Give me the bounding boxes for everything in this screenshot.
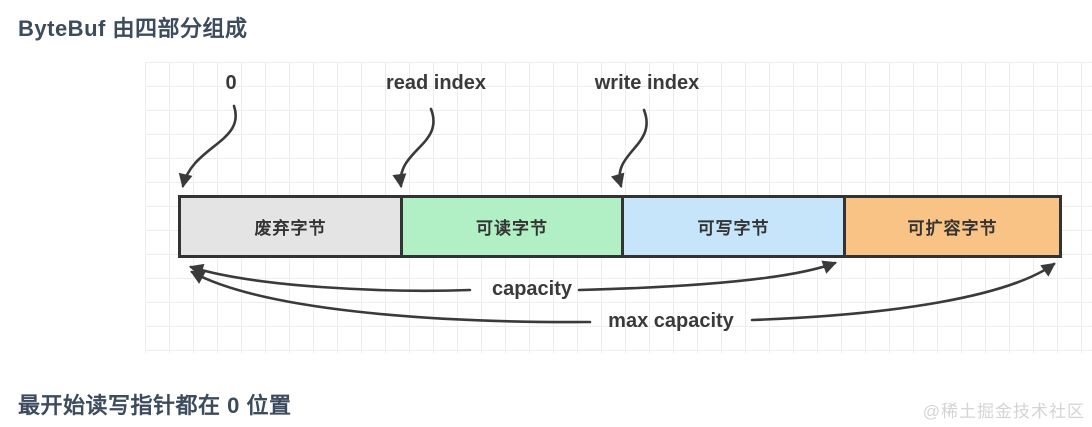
capacity-span-label: capacity	[491, 278, 573, 300]
watermark: @稀土掘金技术社区	[922, 402, 1085, 421]
bytebuf-bar: 废弃字节 可读字节 可写字节 可扩容字节	[178, 195, 1062, 258]
segment-readable-bytes-label: 可读字节	[476, 219, 548, 238]
write-index-pointer-label: write index	[594, 72, 700, 94]
segment-readable-bytes: 可读字节	[400, 198, 621, 255]
page-title: ByteBuf 由四部分组成	[18, 16, 248, 41]
segment-discarded-bytes: 废弃字节	[181, 198, 400, 255]
read-index-pointer-label: read index	[385, 72, 487, 94]
segment-writable-bytes: 可写字节	[621, 198, 843, 255]
segment-expandable-bytes: 可扩容字节	[843, 198, 1059, 255]
segment-writable-bytes-label: 可写字节	[697, 219, 770, 238]
segment-expandable-bytes-label: 可扩容字节	[907, 219, 998, 238]
zero-pointer-label: 0	[225, 72, 237, 94]
footer-note: 最开始读写指针都在 0 位置	[18, 393, 292, 418]
segment-discarded-bytes-label: 废弃字节	[254, 219, 327, 238]
max-capacity-span-label: max capacity	[608, 310, 734, 332]
